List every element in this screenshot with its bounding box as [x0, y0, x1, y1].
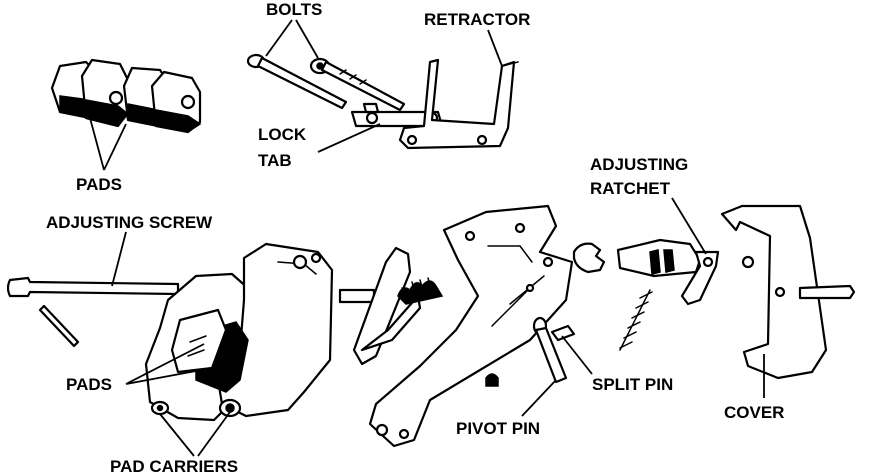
top-pads-part: [50, 58, 202, 134]
pad-carriers-leader: [159, 411, 231, 457]
adjusting-ratchet-leader: [671, 197, 707, 255]
pads-bottom-label: PADS: [66, 375, 112, 394]
adjusting-ratchet-label-2: RATCHET: [590, 179, 671, 198]
adjusting-ratchet-label-1: ADJUSTING: [590, 155, 688, 174]
pads-top-leader: [89, 117, 127, 171]
lock-tab-label-2: TAB: [258, 151, 292, 170]
split-pin-leader: [561, 335, 593, 375]
retractor-leader: [487, 29, 503, 67]
pads-bottom-leader: [125, 343, 213, 385]
bolts-leader: [265, 19, 319, 59]
cover-label: COVER: [724, 403, 784, 422]
cover-part: [720, 204, 856, 380]
pad-carriers-part: [144, 242, 334, 422]
split-pin-part: [550, 324, 576, 342]
lock-tab-label-1: LOCK: [258, 125, 307, 144]
small-pin-part: [38, 304, 80, 348]
split-pin-label: SPLIT PIN: [592, 375, 673, 394]
retractor-part: [398, 58, 519, 150]
adjusting-screw-label: ADJUSTING SCREW: [46, 213, 213, 232]
adjusting-ratchet-part: [572, 238, 720, 351]
bolts-label: BOLTS: [266, 0, 322, 19]
connector-pin-part: [338, 288, 376, 304]
lock-tab-leader: [317, 123, 381, 153]
pads-top-label: PADS: [76, 175, 122, 194]
adjusting-screw-leader: [111, 231, 127, 287]
pad-carriers-label: PAD CARRIERS: [110, 457, 238, 476]
pivot-pin-label: PIVOT PIN: [456, 419, 540, 438]
pivot-pin-part: [532, 316, 568, 384]
pivot-pin-leader: [521, 379, 557, 417]
bolts-part: [246, 53, 406, 112]
retractor-label: RETRACTOR: [424, 10, 530, 29]
lever-arm-part: [368, 204, 574, 448]
spring-plate-part: [352, 246, 444, 366]
adjusting-screw-part: [6, 276, 180, 298]
